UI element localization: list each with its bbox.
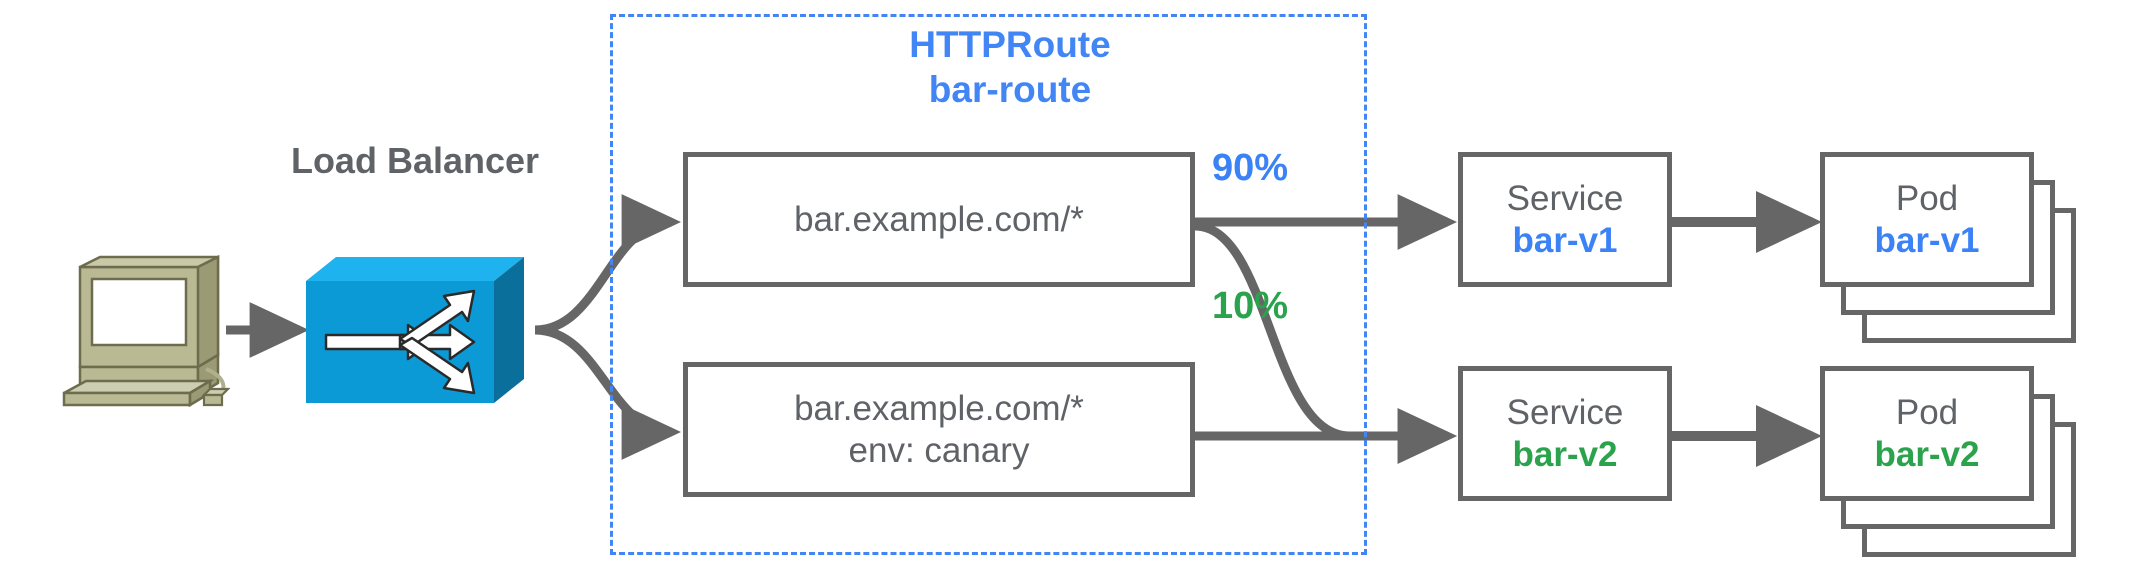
rule-canary-line-1: bar.example.com/*	[794, 389, 1084, 429]
service-v2-title: Service	[1506, 393, 1624, 433]
service-v1-title: Service	[1506, 179, 1624, 219]
pod-v1-name: bar-v1	[1874, 220, 1980, 260]
pod-v2-title: Pod	[1895, 393, 1959, 433]
pod-v2-name: bar-v2	[1874, 434, 1980, 474]
httproute-kind: HTTPRoute	[909, 24, 1111, 65]
pod-stack-bar-v2: Pod bar-v2	[1820, 366, 2120, 557]
service-box-bar-v2: Service bar-v2	[1458, 366, 1672, 501]
load-balancer-switch-icon	[300, 253, 535, 409]
load-balancer-label: Load Balancer	[290, 140, 540, 181]
pod-box-bar-v2: Pod bar-v2	[1820, 366, 2034, 501]
weight-label-90: 90%	[1212, 147, 1289, 189]
service-v2-name: bar-v2	[1512, 434, 1618, 474]
rule-box-primary: bar.example.com/*	[683, 152, 1195, 287]
httproute-name: bar-route	[928, 69, 1092, 111]
httproute-region-title: HTTPRoute bar-route	[860, 22, 1160, 112]
pod-v1-title: Pod	[1895, 179, 1959, 219]
pod-stack-bar-v1: Pod bar-v1	[1820, 152, 2120, 343]
pod-box-bar-v1: Pod bar-v1	[1820, 152, 2034, 287]
workstation-computer-icon	[50, 254, 231, 415]
rule-box-canary: bar.example.com/* env: canary	[683, 362, 1195, 497]
weight-label-10: 10%	[1212, 285, 1289, 327]
httproute-region	[610, 14, 1367, 555]
rule-canary-line-2: env: canary	[848, 430, 1030, 470]
service-v1-name: bar-v1	[1512, 220, 1618, 260]
service-box-bar-v1: Service bar-v1	[1458, 152, 1672, 287]
rule-primary-line-1: bar.example.com/*	[794, 199, 1084, 239]
